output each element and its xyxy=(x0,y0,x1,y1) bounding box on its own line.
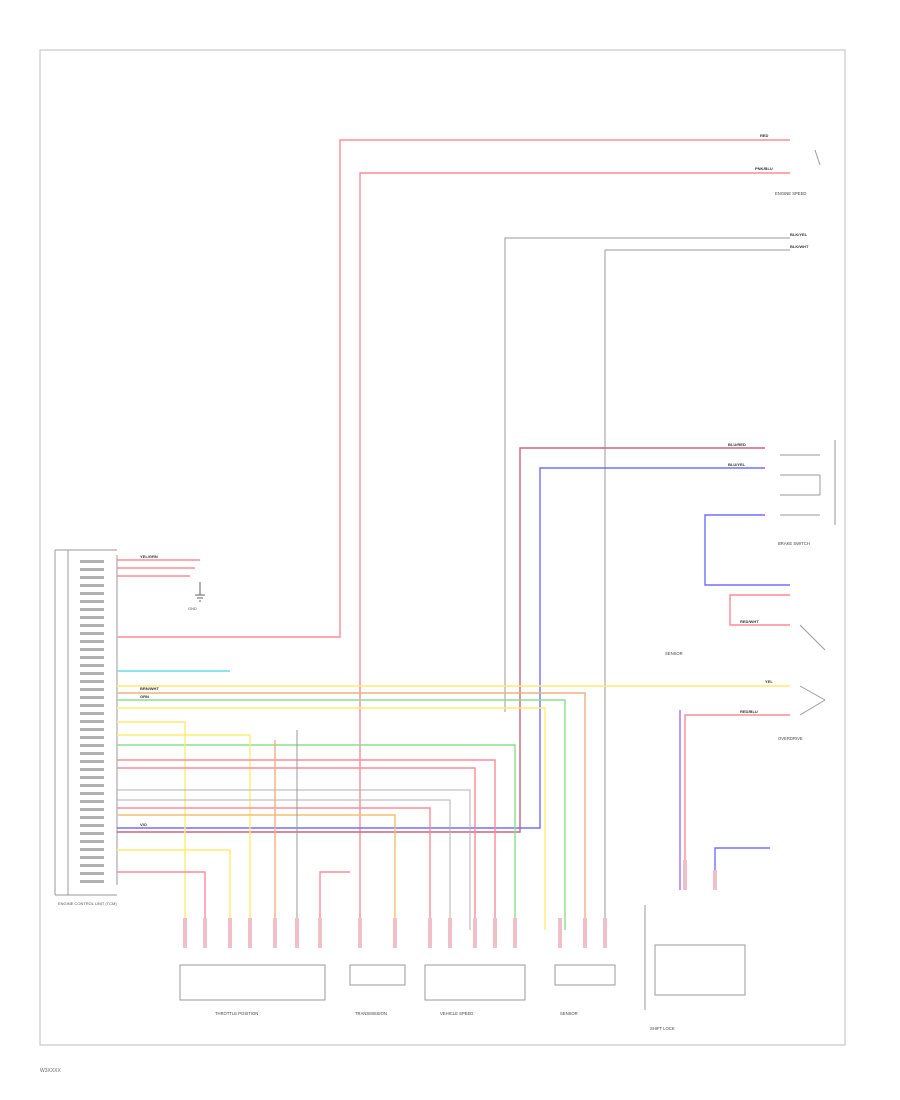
ecm-title: ENGINE CONTROL UNIT (TCM) xyxy=(58,901,117,906)
wire-label-1: RED xyxy=(760,133,769,138)
wire-label-13: VIO xyxy=(140,822,147,827)
wire-red-5 xyxy=(117,807,431,930)
wire-red-second xyxy=(359,172,790,930)
wire-label-9: RED/WHT xyxy=(740,619,759,624)
wire-gray-4 xyxy=(117,799,451,930)
wire-yellow-5 xyxy=(117,849,231,930)
wire-yellow-3 xyxy=(117,721,186,930)
wire-label-2: PNK/BLU xyxy=(755,166,773,171)
connector-captions: THROTTLE POSITION TRANSMISSION VEHICLE S… xyxy=(215,191,810,1031)
wire-yellow-4 xyxy=(117,734,251,930)
wire-label-4: BLK/WHT xyxy=(790,244,809,249)
wire-label-5: YEL xyxy=(765,679,773,684)
caption-right-sensor: SENSOR xyxy=(665,651,683,656)
wire-pink-upper xyxy=(117,447,765,833)
wire-red-6 xyxy=(117,871,206,930)
engine-control-unit: ENGINE CONTROL UNIT (TCM) xyxy=(54,549,118,906)
diagram-border xyxy=(39,49,846,1046)
wire-label-6: BLU/RED xyxy=(728,442,746,447)
wire-labels: RED PNK/BLU BLK/YEL BLK/WHT YEL BLU/RED … xyxy=(140,133,809,827)
caption-connector-4: SENSOR xyxy=(560,1011,578,1016)
connector-2 xyxy=(349,964,406,986)
wire-blue-upper xyxy=(117,467,765,829)
wire-red-top xyxy=(117,139,790,638)
connector-3 xyxy=(424,964,526,1001)
wire-yellow-2 xyxy=(117,707,546,930)
bottom-connectors xyxy=(179,905,746,1010)
caption-right-top: ENGINE SPEED xyxy=(775,191,806,196)
wire-orange-2 xyxy=(117,814,396,930)
wire-blue-right xyxy=(714,847,770,890)
connector-5 xyxy=(654,944,746,996)
ground-symbols: GND xyxy=(188,582,205,611)
caption-connector-5: SHIFT LOCK xyxy=(650,1026,675,1031)
connector-4 xyxy=(554,964,616,986)
wire-red-4 xyxy=(117,767,476,930)
right-switch-group xyxy=(780,149,836,716)
caption-connector-1: THROTTLE POSITION xyxy=(215,1011,258,1016)
wire-label-8: RED/BLU xyxy=(740,709,758,714)
wire-red-mid xyxy=(729,594,790,626)
wire-label-3: BLK/YEL xyxy=(790,232,808,237)
wire-red-3 xyxy=(117,759,496,930)
wire-gray-2 xyxy=(604,249,790,930)
caption-right-mid: BRAKE SWITCH xyxy=(778,541,810,546)
wire-red-7 xyxy=(319,871,350,930)
wire-green xyxy=(117,699,566,930)
wire-label-10: YEL/GRN xyxy=(140,554,158,559)
wire-label-11: GRN xyxy=(140,694,149,699)
wire-gray-3 xyxy=(117,789,471,930)
caption-connector-3: VEHICLE SPEED xyxy=(440,1011,473,1016)
wire-red-right xyxy=(684,714,790,890)
wires xyxy=(117,139,790,930)
wire-green-2 xyxy=(117,744,516,930)
ground-label: GND xyxy=(188,606,197,611)
ecm-pin-list xyxy=(80,560,104,883)
terminal-pins xyxy=(183,860,717,948)
wire-blue-lower xyxy=(704,514,790,586)
connector-1 xyxy=(179,964,326,1001)
diagram-footer-code: W3XXXX xyxy=(40,1068,61,1074)
caption-right-low: OVERDRIVE xyxy=(778,736,803,741)
wire-label-7: BLU/YEL xyxy=(728,462,746,467)
wire-orange xyxy=(117,692,586,930)
wire-label-12: BRN/WHT xyxy=(140,686,159,691)
caption-connector-2: TRANSMISSION xyxy=(355,1011,387,1016)
wire-gray-1 xyxy=(504,237,790,712)
